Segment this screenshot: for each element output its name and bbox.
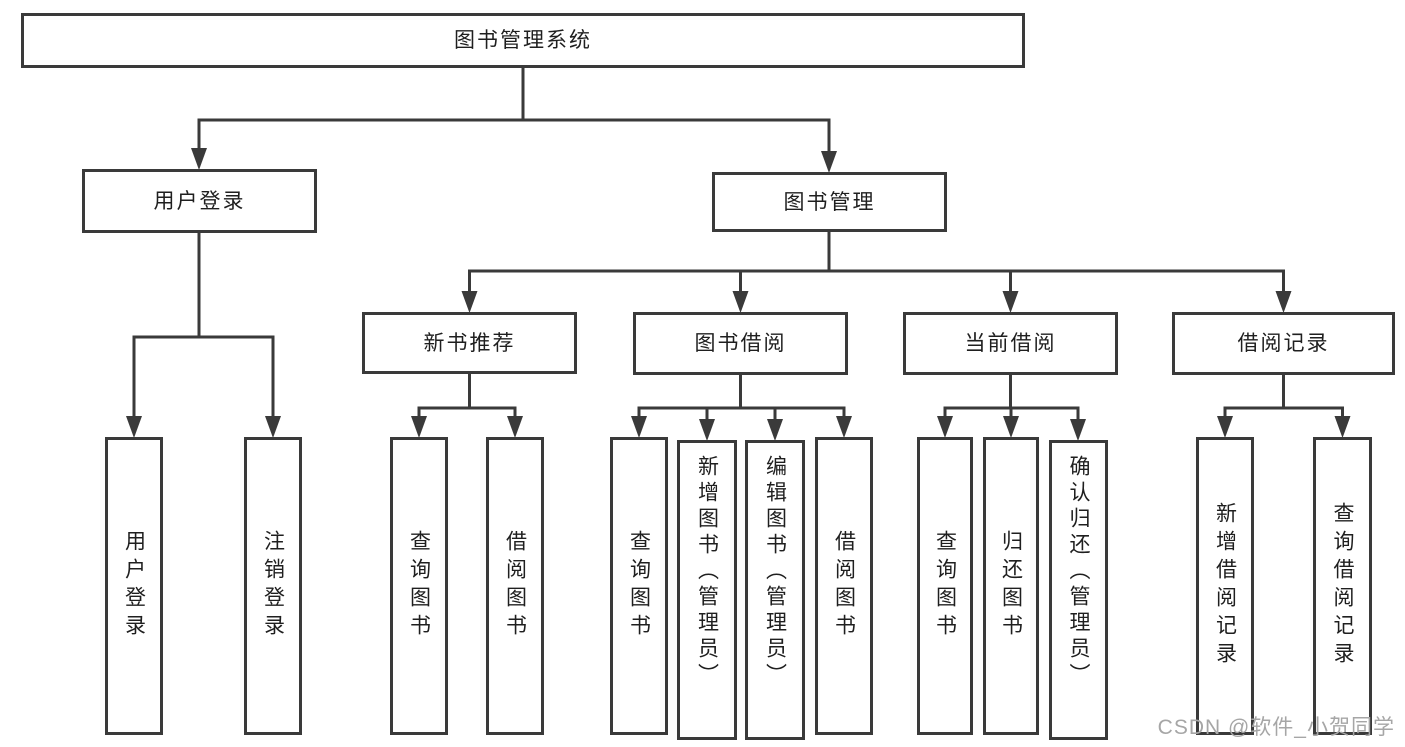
- leaf-borrow-books: 借阅图书: [486, 437, 544, 735]
- arrowhead-bb-add: [699, 419, 715, 441]
- arrowhead-records: [1275, 291, 1292, 313]
- leaf-return-books: 归还图书: [983, 437, 1039, 735]
- node-new-book-recommend: 新书推荐: [362, 312, 577, 374]
- leaf-query-books: 查询图书: [610, 437, 668, 735]
- arrowhead-logout: [265, 416, 281, 438]
- arrowhead-bb-edit: [767, 419, 783, 441]
- leaf-query-books: 查询图书: [917, 437, 973, 735]
- leaf-logout: 注销登录: [244, 437, 302, 735]
- arrowhead-login: [126, 416, 142, 438]
- arrowhead-bb-borrow: [836, 416, 852, 438]
- leaf-confirm-return-admin: 确认归还（管理员）: [1049, 440, 1108, 740]
- node-current-borrow: 当前借阅: [903, 312, 1118, 375]
- leaf-edit-books-admin: 编辑图书（管理员）: [745, 440, 805, 740]
- leaf-user-login: 用户登录: [105, 437, 163, 735]
- arrowhead-newbook: [461, 291, 478, 313]
- arrowhead-br-query: [1334, 416, 1351, 438]
- arrowhead-nb-borrow: [507, 416, 523, 438]
- node-book-borrow: 图书借阅: [633, 312, 848, 375]
- leaf-add-borrow-record: 新增借阅记录: [1196, 437, 1254, 735]
- leaf-query-borrow-record: 查询借阅记录: [1313, 437, 1372, 735]
- arrowhead-cb-query: [937, 416, 953, 438]
- leaf-borrow-books: 借阅图书: [815, 437, 873, 735]
- arrowhead-current: [1002, 291, 1019, 313]
- arrowhead-cb-confirm: [1070, 419, 1086, 441]
- node-user-login: 用户登录: [82, 169, 317, 233]
- csdn-watermark: CSDN @软件_小贺同学: [1157, 716, 1395, 739]
- arrowhead-bookmgmt: [821, 151, 837, 173]
- arrowhead-nb-query: [411, 416, 427, 438]
- node-library-system: 图书管理系统: [21, 13, 1025, 68]
- node-book-management: 图书管理: [712, 172, 947, 232]
- arrowhead-br-add: [1217, 416, 1233, 438]
- arrowhead-bb-query: [631, 416, 647, 438]
- arrowhead-cb-return: [1003, 416, 1019, 438]
- arrowhead-userlogin: [191, 148, 207, 170]
- node-borrow-records: 借阅记录: [1172, 312, 1395, 375]
- leaf-add-books-admin: 新增图书（管理员）: [677, 440, 737, 740]
- arrowhead-borrowmod: [732, 291, 749, 313]
- leaf-query-books: 查询图书: [390, 437, 448, 735]
